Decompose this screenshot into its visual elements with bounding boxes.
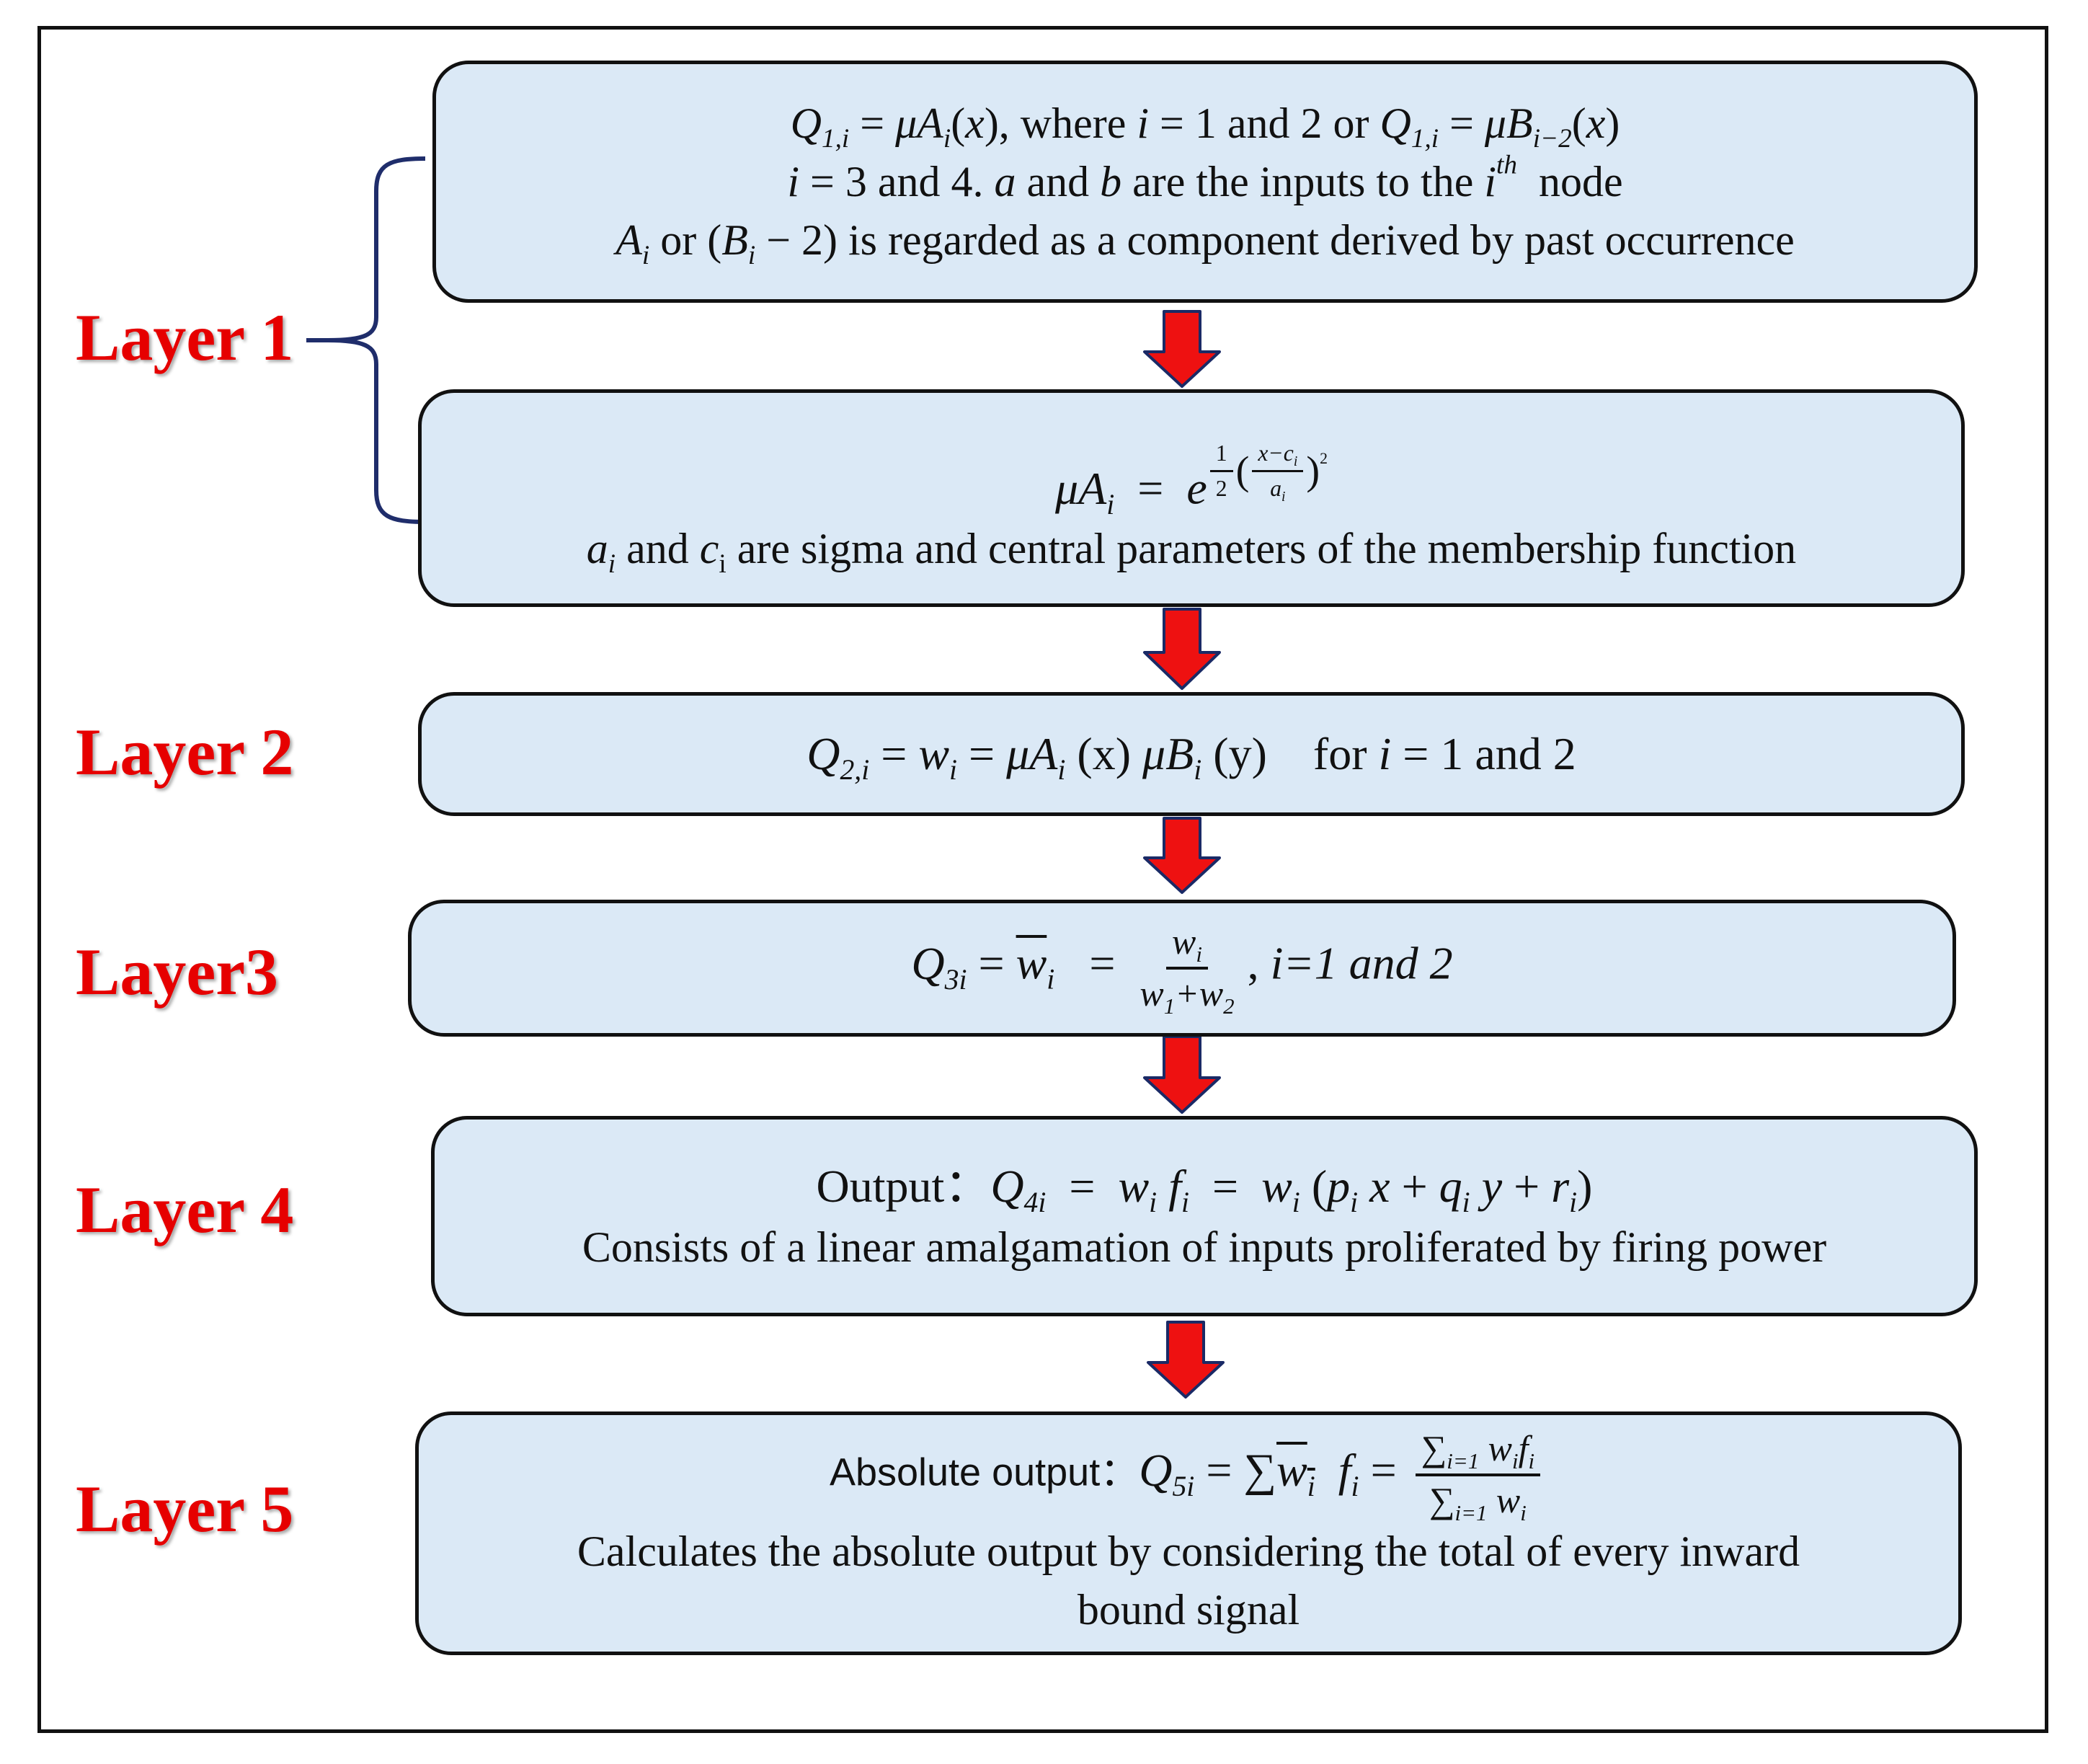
layer-3-label: Layer3 (76, 935, 279, 1009)
layer-1-label: Layer 1 (76, 301, 294, 374)
layer-2-label: Layer 2 (76, 715, 294, 789)
arrow-3 (1143, 817, 1221, 894)
arrow-5 (1147, 1321, 1225, 1399)
arrow-1 (1143, 310, 1221, 388)
layer1-input-box: Q1,i = μAi(x), where i = 1 and 2 or Q1,i… (432, 61, 1978, 303)
layer-4-label: Layer 4 (76, 1173, 294, 1246)
box2-description: ai and ci are sigma and central paramete… (586, 524, 1797, 579)
box5-description-line1: Calculates the absolute output by consid… (577, 1527, 1800, 1575)
firing-strength-equation: Q2,i = wi = μAi (x) μBi (y) for i = 1 an… (807, 727, 1576, 786)
absolute-output-equation: Absolute output：Q5i = ∑wi fi = ∑i=1 wifi… (830, 1427, 1547, 1524)
arrow-2 (1143, 608, 1221, 690)
box1-line2: i = 3 and 4. a and b are the inputs to t… (787, 149, 1623, 205)
layer-5-label: Layer 5 (76, 1472, 294, 1546)
arrow-4 (1143, 1035, 1221, 1114)
layer2-box: Q2,i = wi = μAi (x) μBi (y) for i = 1 an… (418, 692, 1965, 816)
box1-line3: Ai or (Bi − 2) is regarded as a componen… (616, 216, 1795, 270)
box1-line1: Q1,i = μAi(x), where i = 1 and 2 or Q1,i… (790, 99, 1620, 154)
diagram-frame (37, 26, 2048, 1733)
box4-description: Consists of a linear amalgamation of inp… (582, 1223, 1827, 1271)
output-equation: Output：Q4i = wi fi = wi (pi x + qi y + r… (816, 1161, 1593, 1219)
layer4-box: Output：Q4i = wi fi = wi (pi x + qi y + r… (431, 1116, 1978, 1316)
brace-bracket (327, 156, 426, 524)
box5-description-line2: bound signal (1077, 1585, 1300, 1634)
layer5-box: Absolute output：Q5i = ∑wi fi = ∑i=1 wifi… (415, 1411, 1962, 1655)
